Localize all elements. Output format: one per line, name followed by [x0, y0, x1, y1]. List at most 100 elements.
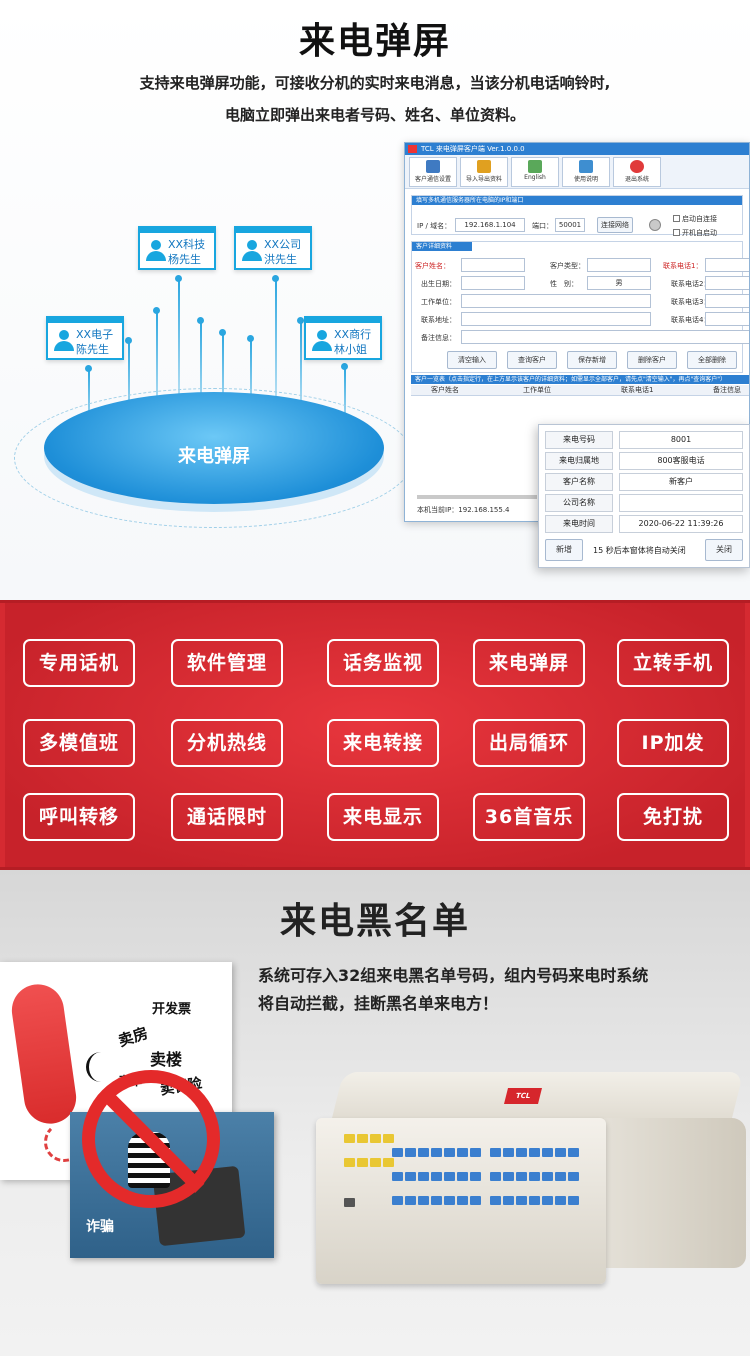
- phone4-label: 联系电话4：: [671, 316, 711, 324]
- extension-port: [529, 1172, 540, 1181]
- type-input[interactable]: [587, 258, 651, 272]
- feature-badge: 36首音乐: [473, 793, 585, 841]
- extension-port: [457, 1196, 468, 1205]
- col-note: 备注信息: [713, 386, 741, 394]
- section-title: 来电黑名单: [279, 901, 470, 942]
- feature-badge: 立转手机: [617, 639, 729, 687]
- poster-word: 开发票: [152, 1002, 192, 1017]
- feature-badge: 分机热线: [171, 719, 283, 767]
- extension-port: [457, 1148, 468, 1157]
- popup-new-button[interactable]: 新增: [545, 539, 583, 561]
- section-desc-line2: 电脑立即弹出来电者号码、姓名、单位资料。: [224, 106, 525, 124]
- toolbar-english-button[interactable]: English: [511, 157, 559, 187]
- list-scrollbar[interactable]: [417, 495, 537, 499]
- person-icon: [312, 330, 332, 352]
- popup-key: 来电时间: [545, 515, 613, 533]
- phone1-label: 联系电话1：: [663, 262, 703, 270]
- feature-badge: 话务监视: [327, 639, 439, 687]
- section-desc-line1: 系统可存入32组来电黑名单号码，组内号码来电时系统: [258, 966, 649, 985]
- toolbar-import-export-button[interactable]: 导入导出资料: [460, 157, 508, 187]
- card-person: 洪先生: [264, 253, 297, 266]
- name-input[interactable]: [461, 258, 525, 272]
- feature-badge: 多模值班: [23, 719, 135, 767]
- phone2-input[interactable]: [705, 276, 749, 290]
- popup-value: 新客户: [619, 473, 743, 491]
- extension-port: [490, 1172, 501, 1181]
- stem-dot: [272, 275, 279, 282]
- extension-port: [516, 1172, 527, 1181]
- gender-select[interactable]: 男: [587, 276, 651, 290]
- stem: [250, 338, 252, 438]
- feature-badge: IP加发: [617, 719, 729, 767]
- birthday-label: 出生日期：: [421, 280, 456, 288]
- popup-close-button[interactable]: 关闭: [705, 539, 743, 561]
- extension-port: [555, 1148, 566, 1157]
- server-group: 填写多机通信服务器所在电脑的IP和端口: [411, 195, 743, 235]
- port-input[interactable]: 50001: [555, 218, 585, 232]
- extension-port: [405, 1148, 416, 1157]
- trunk-port: [344, 1134, 355, 1143]
- disc-label: 来电弹屏: [178, 446, 250, 467]
- company-input[interactable]: [461, 294, 651, 308]
- trunk-port: [383, 1158, 394, 1167]
- clear-input-button[interactable]: 清空输入: [447, 351, 497, 369]
- status-bar: 本机当前IP：192.168.155.4: [417, 506, 510, 514]
- popup-key: 来电归属地: [545, 452, 613, 470]
- card-company: XX科技: [168, 238, 206, 251]
- toolbar-help-button[interactable]: 使用说明: [562, 157, 610, 187]
- auto-start-checkbox[interactable]: [673, 229, 680, 236]
- phone4-input[interactable]: [705, 312, 749, 326]
- stem-dot: [341, 363, 348, 370]
- extension-port: [444, 1196, 455, 1205]
- extension-port: [568, 1172, 579, 1181]
- connect-button[interactable]: 连接网络: [597, 217, 633, 233]
- birthday-input[interactable]: [461, 276, 525, 290]
- feature-badge: 专用话机: [23, 639, 135, 687]
- extension-port: [503, 1172, 514, 1181]
- stem-dot: [125, 337, 132, 344]
- extension-port: [555, 1172, 566, 1181]
- auto-connect-checkbox[interactable]: [673, 215, 680, 222]
- person-icon: [242, 240, 262, 262]
- col-name: 客户姓名: [431, 386, 459, 394]
- extension-port: [444, 1172, 455, 1181]
- extension-port: [392, 1148, 403, 1157]
- extension-port: [555, 1196, 566, 1205]
- features-section: 专用话机 软件管理 话务监视 来电弹屏 立转手机 多模值班 分机热线 来电转接 …: [0, 600, 750, 870]
- stem: [200, 320, 202, 440]
- phone3-input[interactable]: [705, 294, 749, 308]
- col-phone1: 联系电话1: [621, 386, 654, 394]
- note-input[interactable]: [461, 330, 749, 344]
- popup-row: 客户名称新客户: [545, 473, 743, 491]
- caller-card: XX科技 杨先生: [138, 226, 216, 270]
- extension-port: [431, 1172, 442, 1181]
- query-customer-button[interactable]: 查询客户: [507, 351, 557, 369]
- extension-port: [516, 1196, 527, 1205]
- card-person: 陈先生: [76, 343, 109, 356]
- phone1-input[interactable]: [705, 258, 749, 272]
- company-label: 工作单位：: [421, 298, 456, 306]
- stem-dot: [219, 329, 226, 336]
- delete-all-button[interactable]: 全部删除: [687, 351, 737, 369]
- ip-input[interactable]: 192.168.1.104: [455, 218, 525, 232]
- gender-label: 性 别：: [550, 280, 578, 288]
- extension-port: [431, 1196, 442, 1205]
- delete-customer-button[interactable]: 删除客户: [627, 351, 677, 369]
- extension-port: [470, 1172, 481, 1181]
- person-icon: [54, 330, 74, 352]
- trunk-port: [357, 1158, 368, 1167]
- address-input[interactable]: [461, 312, 651, 326]
- toolbar-settings-button[interactable]: 客户通信设置: [409, 157, 457, 187]
- save-new-button[interactable]: 保存新增: [567, 351, 617, 369]
- popup-key: 客户名称: [545, 473, 613, 491]
- caller-card: XX公司 洪先生: [234, 226, 312, 270]
- stem-dot: [85, 365, 92, 372]
- extension-port: [418, 1172, 429, 1181]
- trunk-port: [357, 1134, 368, 1143]
- toolbar-exit-button[interactable]: 退出系统: [613, 157, 661, 187]
- help-icon: [579, 160, 593, 173]
- popup-key: 来电号码: [545, 431, 613, 449]
- section-title: 来电弹屏: [298, 21, 451, 62]
